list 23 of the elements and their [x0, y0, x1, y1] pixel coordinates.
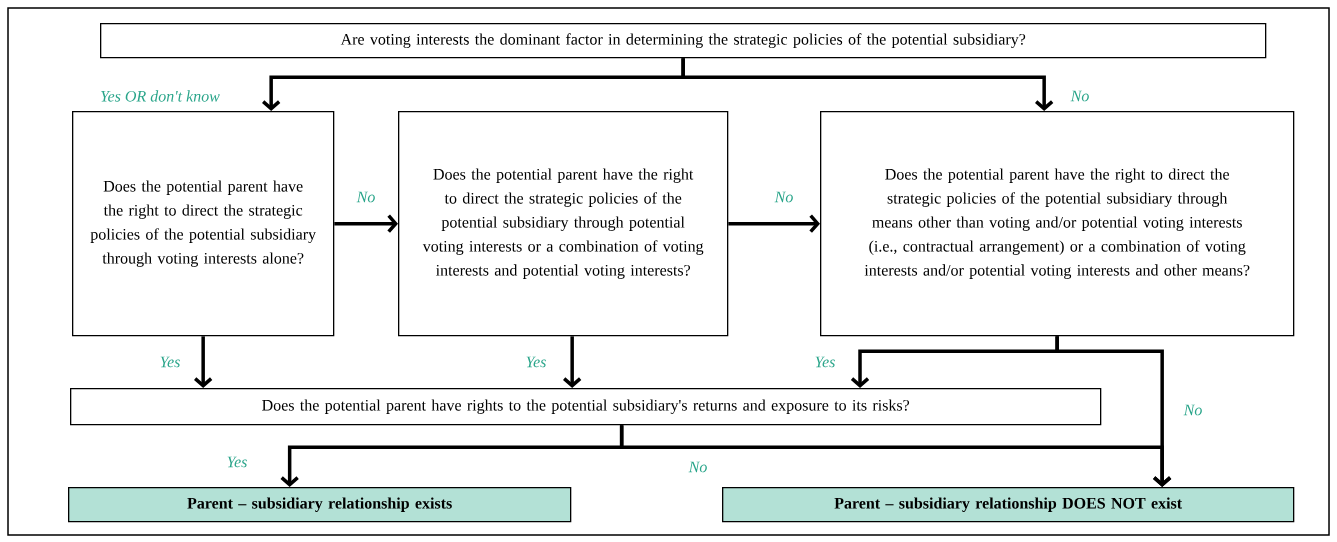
arrow [563, 336, 582, 388]
arrow [334, 214, 398, 233]
edge-label: Yes [158, 355, 182, 369]
result-box: Parent – subsidiary relationship exists [68, 487, 572, 523]
arrow [728, 214, 820, 233]
edge-label: Yes [813, 355, 837, 369]
edge-label: No [355, 190, 377, 204]
edge-label: No [773, 190, 795, 204]
question-box: Are voting interests the dominant factor in determining the strategic policies of the potential subsidiary? [100, 23, 1267, 59]
question-box: Does the potential parent have the right to direct the strategic policies of the potential subsidiary through voting interests alone? [72, 111, 335, 337]
arrow [681, 58, 1054, 111]
result-box: Parent – subsidiary relationship DOES NOT exist [722, 487, 1295, 523]
edge-label: No [1069, 89, 1091, 103]
arrow [194, 336, 213, 388]
edge-label: No [687, 460, 709, 474]
question-box: Does the potential parent have the right to direct the strategic policies of the potential subsidiary through means other than voting and/or potential voting interests (i.e., contractual arrangement) or a combination of voting interests and/or potential voting interests and other means? [820, 111, 1295, 337]
question-box: Does the potential parent have rights to the potential subsidiary's returns and exposure to its risks? [70, 388, 1102, 426]
edge-label: Yes [225, 455, 249, 469]
edge-label: Yes OR don't know [99, 89, 221, 103]
edge-label: No [1182, 403, 1204, 417]
arrow [619, 425, 1172, 487]
edge-label: Yes [524, 355, 548, 369]
question-box: Does the potential parent have the right to direct the strategic policies of the potential subsidiary through potential voting interests or a combination of voting interests and potential voting interests? [398, 111, 729, 337]
